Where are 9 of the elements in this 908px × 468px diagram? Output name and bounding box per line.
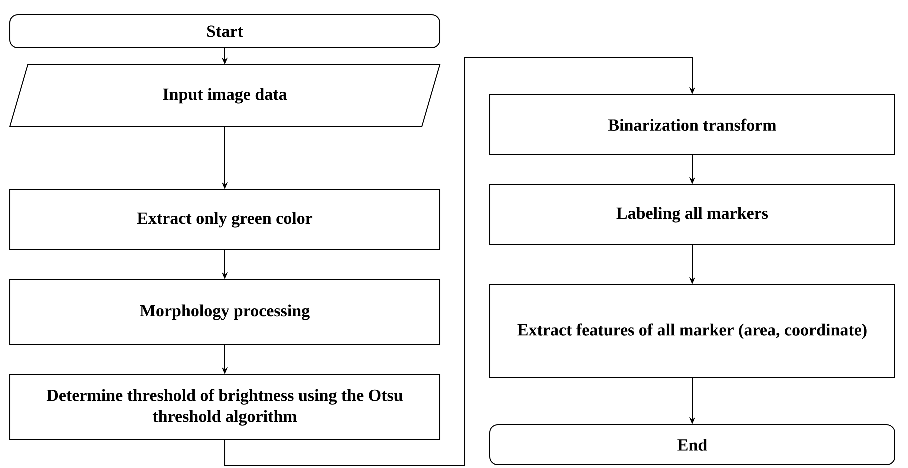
process-box: Morphology processing bbox=[10, 280, 440, 346]
process-box: Binarization transform bbox=[490, 94, 896, 156]
process-box: Determine threshold of brightness using the Otsu threshold algorithm bbox=[10, 374, 440, 440]
arrow bbox=[224, 58, 696, 466]
process-box: Extract only green color bbox=[10, 190, 440, 250]
process-box: Labeling all markers bbox=[490, 184, 896, 246]
terminal-box: End bbox=[490, 424, 896, 466]
terminal-box: Start bbox=[10, 14, 440, 48]
process-box: Extract features of all marker (area, coordinate) bbox=[490, 284, 896, 378]
